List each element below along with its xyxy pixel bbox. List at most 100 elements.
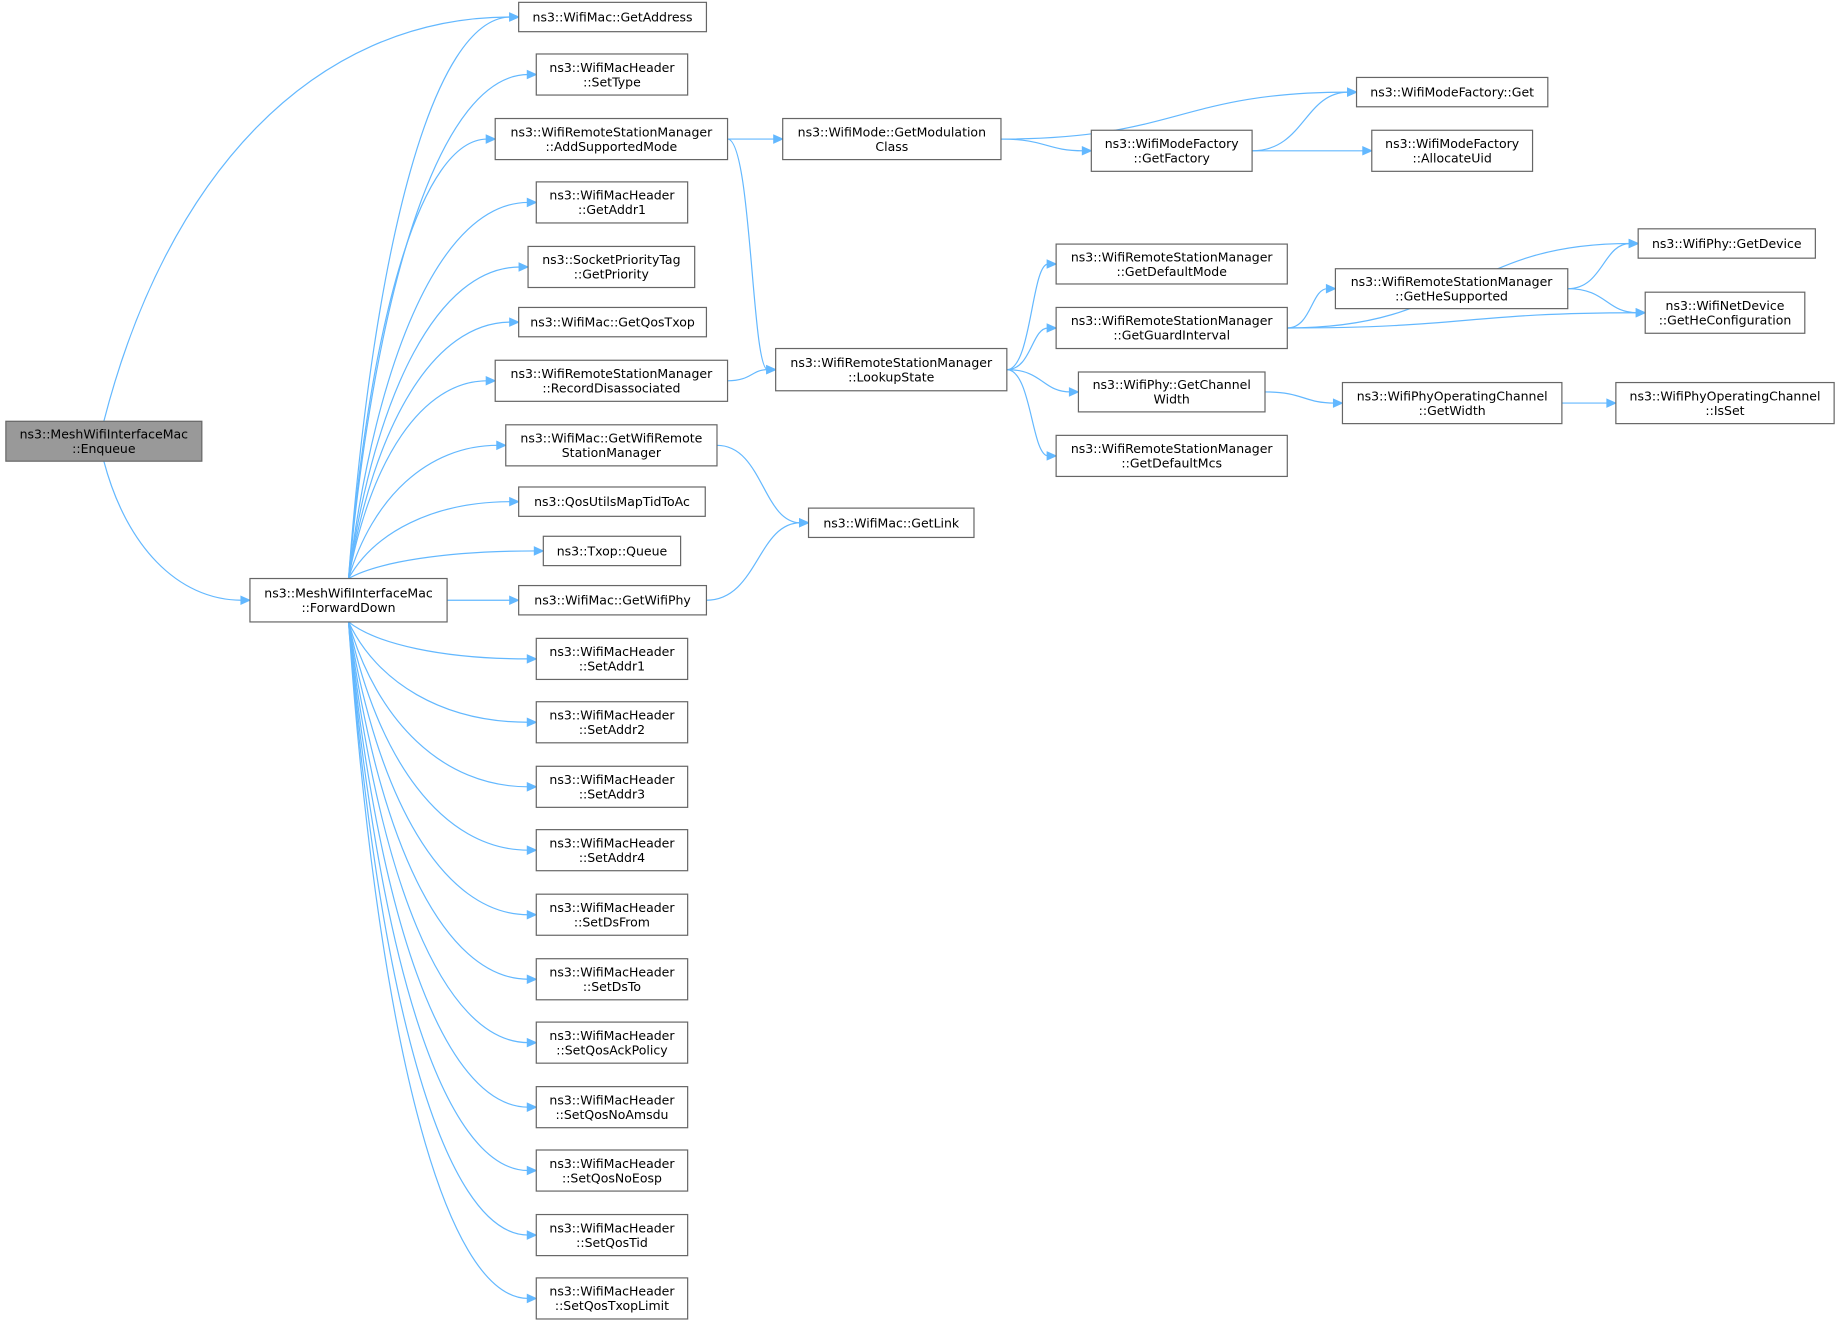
- node-setType[interactable]: ns3::WifiMacHeader::SetType: [535, 53, 689, 96]
- node-box: [807, 507, 975, 539]
- edge-forwardDown-to-getAddr1: [347, 201, 529, 579]
- node-label-line: ns3::WifiPhyOperatingChannel: [1357, 388, 1548, 403]
- node-label-line: ns3::WifiModeFactory: [1385, 136, 1520, 151]
- node-box: [518, 584, 708, 616]
- edge-forwardDown-to-txopQueue: [348, 550, 536, 580]
- node-label-line: ns3::WifiMacHeader: [549, 1156, 675, 1171]
- node-label-line: ns3::WifiPhyOperatingChannel: [1630, 388, 1821, 403]
- node-label-line: ::SetAddr2: [579, 722, 645, 737]
- arrowhead: [533, 546, 545, 556]
- arrowhead: [496, 440, 507, 451]
- node-label-line: ns3::WifiMacHeader: [549, 900, 675, 915]
- node-label-line: ::SetType: [583, 74, 641, 89]
- node-setAddr3[interactable]: ns3::WifiMacHeader::SetAddr3: [535, 765, 689, 808]
- arrowhead: [1635, 307, 1647, 318]
- node-box: [535, 1277, 689, 1320]
- edge-enqueue-to-forwardDown: [103, 461, 242, 601]
- node-setAddr4[interactable]: ns3::WifiMacHeader::SetAddr4: [535, 829, 689, 872]
- node-label-line: ::LookupState: [848, 369, 935, 384]
- node-txopQueue[interactable]: ns3::Txop::Queue: [542, 535, 682, 567]
- node-label-line: ::AddSupportedMode: [546, 139, 678, 154]
- node-setQosTxopLimit[interactable]: ns3::WifiMacHeader::SetQosTxopLimit: [535, 1277, 689, 1320]
- node-label-line: StationManager: [562, 445, 662, 460]
- node-label-line: ::SetQosAckPolicy: [556, 1042, 668, 1057]
- node-setQosAckPolicy[interactable]: ns3::WifiMacHeader::SetQosAckPolicy: [535, 1021, 689, 1064]
- edge-forwardDown-to-setQosTxopLimit: [347, 621, 529, 1300]
- node-label-line: ::GetHeConfiguration: [1659, 312, 1792, 327]
- node-getFactory[interactable]: ns3::WifiModeFactory::GetFactory: [1090, 129, 1253, 172]
- node-getGuardInterval[interactable]: ns3::WifiRemoteStationManager::GetGuardI…: [1055, 306, 1288, 350]
- node-label-line: ::GetHeSupported: [1395, 288, 1508, 303]
- edge-forwardDown-to-getWifiRemoteStationManager: [347, 444, 498, 579]
- node-label-line: ns3::WifiMac::GetQosTxop: [530, 315, 695, 330]
- node-label-line: ::SetAddr1: [579, 659, 645, 674]
- node-getPriority[interactable]: ns3::SocketPriorityTag::GetPriority: [527, 245, 696, 289]
- node-getHeSupported[interactable]: ns3::WifiRemoteStationManager::GetHeSupp…: [1334, 268, 1569, 310]
- node-box: [535, 829, 689, 872]
- node-label-line: ::AllocateUid: [1413, 151, 1492, 166]
- node-lookupState[interactable]: ns3::WifiRemoteStationManager::LookupSta…: [775, 347, 1008, 392]
- node-getHeConfiguration[interactable]: ns3::WifiNetDevice::GetHeConfiguration: [1644, 291, 1806, 334]
- arrowhead: [1081, 146, 1093, 156]
- node-qosUtilsMapTidToAc[interactable]: ns3::QosUtilsMapTidToAc: [518, 486, 706, 517]
- arrowhead: [526, 1293, 538, 1304]
- edge-getWifiPhy-to-getLink: [706, 522, 801, 601]
- node-label-line: ns3::MeshWifiInterfaceMac: [264, 585, 433, 600]
- arrowhead: [526, 1165, 538, 1176]
- arrowhead: [509, 12, 520, 22]
- node-addSupportedMode[interactable]: ns3::WifiRemoteStationManager::AddSuppor…: [494, 117, 729, 161]
- node-box: [535, 893, 689, 936]
- edge-getWifiRemoteStationManager-to-getLink: [716, 444, 801, 524]
- edge-addSupportedMode-to-lookupState: [727, 138, 769, 371]
- call-edges: [103, 12, 1647, 1304]
- arrowhead: [526, 1037, 538, 1048]
- node-allocateUid[interactable]: ns3::WifiModeFactory::AllocateUid: [1371, 129, 1534, 172]
- node-label-line: ns3::WifiMacHeader: [549, 644, 675, 659]
- node-operatingChannelGetWidth[interactable]: ns3::WifiPhyOperatingChannel::GetWidth: [1341, 381, 1563, 425]
- node-recordDisassociated[interactable]: ns3::WifiRemoteStationManager::RecordDis…: [494, 359, 729, 402]
- node-getWifiPhy[interactable]: ns3::WifiMac::GetWifiPhy: [518, 584, 708, 616]
- edge-forwardDown-to-recordDisassociated: [347, 380, 488, 579]
- node-label-line: ::GetWidth: [1419, 403, 1486, 418]
- node-modeFactoryGet[interactable]: ns3::WifiModeFactory::Get: [1355, 76, 1549, 108]
- node-getAddress[interactable]: ns3::WifiMac::GetAddress: [518, 1, 708, 33]
- node-label-line: ::SetAddr3: [579, 787, 645, 802]
- node-getWifiRemoteStationManager[interactable]: ns3::WifiMac::GetWifiRemoteStationManage…: [505, 424, 718, 467]
- node-getDevice[interactable]: ns3::WifiPhy::GetDevice: [1637, 228, 1816, 259]
- node-label-line: ns3::MeshWifiInterfaceMac: [20, 426, 189, 441]
- node-getLink[interactable]: ns3::WifiMac::GetLink: [807, 507, 975, 539]
- arrowhead: [1046, 323, 1058, 333]
- node-setQosNoEosp[interactable]: ns3::WifiMacHeader::SetQosNoEosp: [535, 1149, 689, 1192]
- node-label-line: Width: [1154, 392, 1190, 407]
- node-setQosNoAmsdu[interactable]: ns3::WifiMacHeader::SetQosNoAmsdu: [535, 1086, 689, 1129]
- node-getQosTxop[interactable]: ns3::WifiMac::GetQosTxop: [518, 306, 708, 338]
- node-label-line: ns3::WifiMacHeader: [549, 835, 675, 850]
- node-box: [535, 1213, 689, 1257]
- node-setDsTo[interactable]: ns3::WifiMacHeader::SetDsTo: [535, 958, 689, 1001]
- node-box: [535, 765, 689, 808]
- node-box: [5, 420, 203, 462]
- edge-getGuardInterval-to-getHeConfiguration: [1287, 312, 1638, 329]
- node-label-line: ::Enqueue: [72, 441, 136, 456]
- edge-forwardDown-to-setQosNoAmsdu: [347, 621, 529, 1108]
- node-getAddr1[interactable]: ns3::WifiMacHeader::GetAddr1: [535, 181, 689, 224]
- node-forwardDown[interactable]: ns3::MeshWifiInterfaceMac::ForwardDown: [249, 577, 448, 623]
- node-enqueue[interactable]: ns3::MeshWifiInterfaceMac::Enqueue: [5, 420, 203, 462]
- arrowhead: [1606, 398, 1618, 408]
- node-getDefaultMode[interactable]: ns3::WifiRemoteStationManager::GetDefaul…: [1055, 243, 1288, 285]
- node-setAddr2[interactable]: ns3::WifiMacHeader::SetAddr2: [535, 701, 689, 744]
- node-setAddr1[interactable]: ns3::WifiMacHeader::SetAddr1: [535, 637, 689, 681]
- node-label-line: ns3::QosUtilsMapTidToAc: [534, 494, 690, 509]
- node-setQosTid[interactable]: ns3::WifiMacHeader::SetQosTid: [535, 1213, 689, 1257]
- node-setDsFrom[interactable]: ns3::WifiMacHeader::SetDsFrom: [535, 893, 689, 936]
- node-isSet[interactable]: ns3::WifiPhyOperatingChannel::IsSet: [1615, 381, 1835, 425]
- node-label-line: ns3::WifiMac::GetWifiPhy: [534, 593, 691, 608]
- edge-forwardDown-to-setDsTo: [347, 621, 529, 980]
- node-box: [1055, 243, 1288, 285]
- arrowhead: [509, 496, 520, 507]
- node-getDefaultMcs[interactable]: ns3::WifiRemoteStationManager::GetDefaul…: [1055, 434, 1288, 478]
- arrowhead: [526, 909, 538, 920]
- edge-lookupState-to-getChannelWidth: [1006, 369, 1071, 393]
